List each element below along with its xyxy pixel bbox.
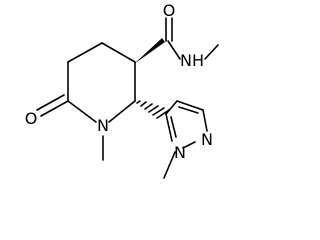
bond-n1-c6 [67,100,97,123]
bond-c2-pyrazole-hash-5 [152,107,165,116]
bond-pz-n1-methyl [163,151,176,179]
bond-nh-methyl [204,44,219,60]
molecule-diagram: O NH O N N N [25,1,219,179]
bond-pz-c3-n2 [202,109,208,132]
atom-label-nh: NH [180,51,204,70]
bond-pz-c4-c3 [176,100,204,111]
atom-label-o-lactam: O [25,109,38,128]
bond-c6-o-a [40,100,69,117]
atom-label-n-pyrazole-2: N [201,130,213,149]
bond-pz-n1-c5-inner [170,116,177,138]
bond-c3-amide-wedge [134,38,165,64]
bond-c5-c4 [67,42,103,63]
bond-c2-n1 [108,100,136,123]
atom-label-n-pyrazole-1: N [174,143,186,162]
bond-amide-c-nh [167,40,181,60]
bond-pz-n2-n1 [182,141,196,149]
bond-c2-pyrazole-hash-3 [144,103,153,110]
bond-c2-pyrazole-hash-4 [148,105,159,113]
bond-c4-c3 [101,42,136,63]
bond-c2-pyrazole-hash-6 [156,109,170,119]
bond-c2-pyrazole-hash-1 [136,100,141,104]
atom-label-o-amide: O [163,1,176,20]
bond-c2-pyrazole-hash-2 [140,101,147,107]
bond-pz-n1-c5 [165,113,173,142]
atom-label-n-ring: N [97,116,109,135]
bond-pz-c4-c3-inner [178,106,199,114]
bond-c6-o-b [36,94,65,111]
bond-pz-c5-c4 [165,100,178,115]
